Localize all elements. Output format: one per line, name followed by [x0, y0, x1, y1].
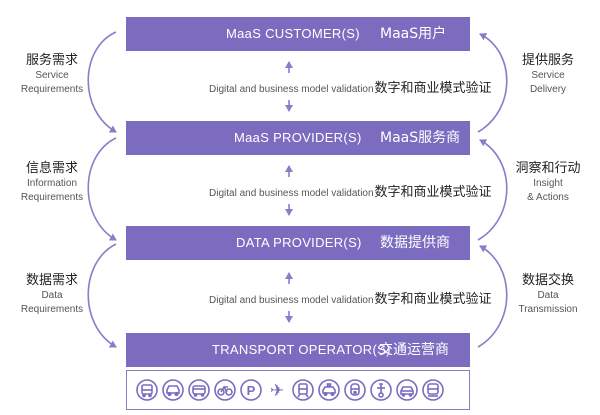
metro-icon [344, 379, 366, 401]
validation-text-en: Digital and business model validation [209, 84, 374, 95]
data-provider-label: DATA PROVIDER(S) [236, 235, 362, 250]
coach-icon [188, 379, 210, 401]
transport-operator-label: TRANSPORT OPERATOR(S) [212, 342, 391, 357]
flow-en-line-2: Requirements [20, 84, 84, 95]
maas-customer-label-zh: MaaS用户 [380, 26, 447, 42]
flow-label-service-requirements: 服务需求 Service Requirements [2, 52, 102, 97]
flow-en-line-1: Insight [533, 178, 563, 189]
shared-car-icon [396, 379, 418, 401]
airplane-icon: ✈ [270, 381, 284, 401]
validation-label-3: Digital and business model validation数字和… [209, 288, 509, 308]
flow-en-line-2: Transmission [518, 304, 578, 315]
maas-provider-label-zh: MaaS服务商 [380, 130, 461, 146]
arrow-data-requirements [87, 243, 117, 348]
svg-text:✈: ✈ [270, 381, 284, 401]
scooter-icon [370, 379, 392, 401]
flow-en-line-2: & Actions [527, 192, 569, 203]
tram-icon [292, 379, 314, 401]
arrow-information-requirements [87, 137, 117, 241]
arrow-service-delivery [477, 33, 508, 133]
validation-text-zh: 数字和商业模式验证 [374, 81, 492, 96]
validation-label-2: Digital and business model validation数字和… [209, 181, 509, 201]
validation-text-zh: 数字和商业模式验证 [374, 292, 492, 307]
flow-zh: 数据交换 [521, 273, 574, 288]
data-provider-layer: DATA PROVIDER(S) 数据提供商 [126, 226, 470, 260]
flow-label-data-transmission: 数据交换 Data Transmission [498, 272, 598, 317]
arrow-service-requirements [87, 31, 117, 133]
flow-en-line-1: Service [531, 70, 565, 81]
transport-mode-icons: P ✈ [136, 379, 444, 401]
flow-zh: 洞察和行动 [515, 161, 581, 176]
flow-zh: 服务需求 [25, 53, 78, 68]
validation-text-en: Digital and business model validation [209, 295, 374, 306]
flow-label-information-requirements: 信息需求 Information Requirements [2, 160, 102, 205]
flow-en-line-2: Delivery [529, 84, 567, 95]
bus-icon [136, 379, 158, 401]
flow-zh: 信息需求 [25, 161, 78, 176]
flow-zh: 提供服务 [521, 53, 574, 68]
flow-en-line-2: Requirements [20, 192, 84, 203]
svg-text:P: P [247, 383, 256, 398]
train-icon [422, 379, 444, 401]
flow-en-line-1: Service [35, 70, 69, 81]
maas-customer-layer: MaaS CUSTOMER(S) MaaS用户 [126, 17, 470, 51]
flow-label-data-requirements: 数据需求 Data Requirements [2, 272, 102, 317]
car-icon [162, 379, 184, 401]
validation-text-zh: 数字和商业模式验证 [374, 185, 492, 200]
arrow-insight-actions [477, 139, 508, 241]
taxi-icon [318, 379, 340, 401]
transport-mode-icon-strip: P ✈ [126, 370, 470, 410]
flow-en-line-1: Data [41, 290, 63, 301]
flow-en-line-2: Requirements [20, 304, 84, 315]
flow-en-line-1: Data [537, 290, 559, 301]
maas-customer-label: MaaS CUSTOMER(S) [226, 26, 360, 41]
validation-text-en: Digital and business model validation [209, 188, 374, 199]
flow-label-insight-actions: 洞察和行动 Insight & Actions [498, 160, 598, 205]
transport-operator-label-zh: 交通运营商 [379, 342, 449, 358]
validation-label-1: Digital and business model validation数字和… [209, 77, 509, 97]
transport-operator-layer: TRANSPORT OPERATOR(S) 交通运营商 [126, 333, 470, 367]
flow-zh: 数据需求 [25, 273, 78, 288]
flow-en-line-1: Information [26, 178, 78, 189]
bicycle-icon [214, 379, 236, 401]
arrow-data-transmission [477, 245, 508, 348]
parking-icon: P [240, 379, 262, 401]
maas-provider-label: MaaS PROVIDER(S) [234, 130, 362, 145]
maas-provider-layer: MaaS PROVIDER(S) MaaS服务商 [126, 121, 470, 155]
data-provider-label-zh: 数据提供商 [380, 235, 450, 251]
flow-label-service-delivery: 提供服务 Service Delivery [498, 52, 598, 97]
